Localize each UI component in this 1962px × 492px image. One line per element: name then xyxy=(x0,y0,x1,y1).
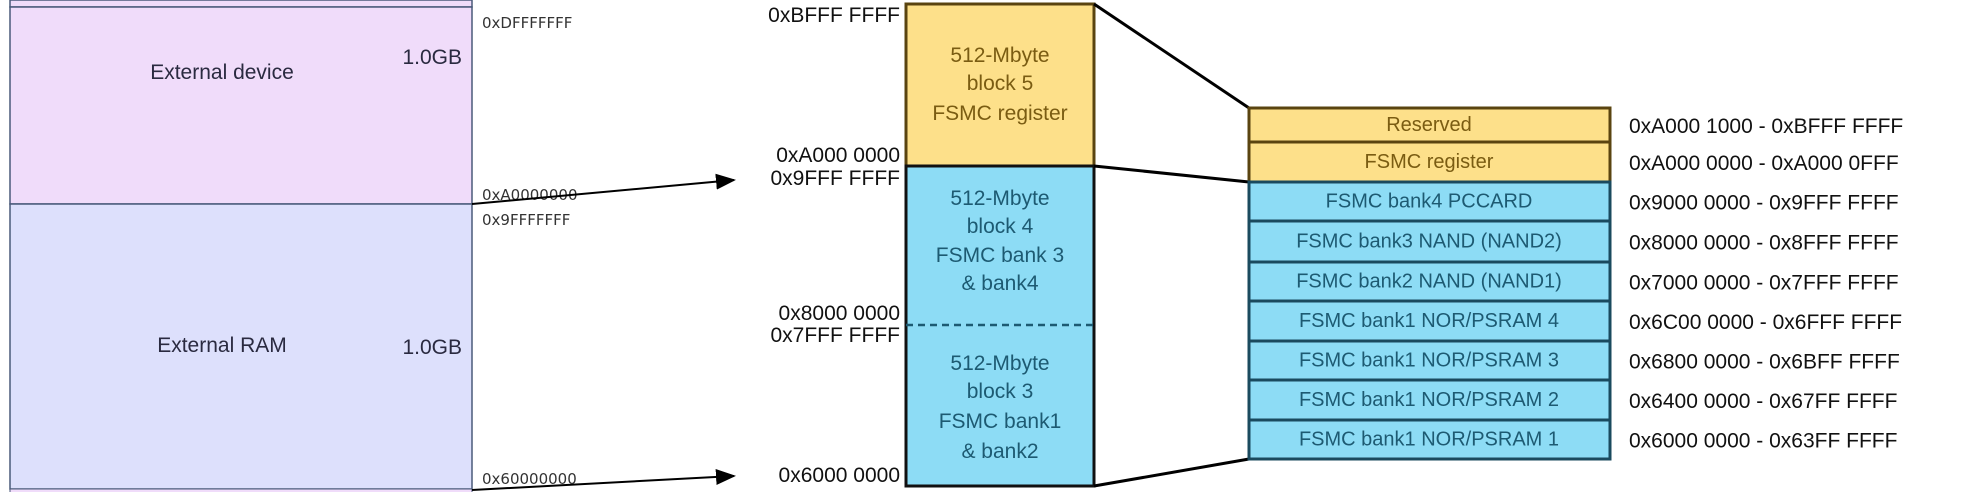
address-label: 0xA0000000 xyxy=(482,186,578,204)
region-below-strip xyxy=(9,488,473,492)
table-row xyxy=(1247,339,1612,382)
table-row-range: 0xA000 0000 - 0xA000 0FFF xyxy=(1629,152,1899,175)
table-row-label: FSMC bank1 NOR/PSRAM 4 xyxy=(1299,310,1559,332)
table-row-range: 0x6C00 0000 - 0x6FFF FFFF xyxy=(1629,311,1902,334)
table-row xyxy=(1247,180,1612,223)
zoom-line-top xyxy=(1093,2,1250,110)
block-5 xyxy=(904,2,1096,168)
detail-table: Reserved 0xA000 1000 - 0xBFFF FFFF FSMC re… xyxy=(1247,106,1903,461)
table-row-label: FSMC bank1 NOR/PSRAM 2 xyxy=(1299,389,1559,411)
block-text: FSMC bank1 xyxy=(939,410,1062,433)
region-label: External device xyxy=(150,61,294,84)
region-external-ram xyxy=(9,203,473,490)
block-text: block 3 xyxy=(967,380,1034,403)
table-row-range: 0x7000 0000 - 0x7FFF FFFF xyxy=(1629,272,1899,295)
region-size: 1.0GB xyxy=(402,46,462,69)
block-text: 512-Mbyte xyxy=(950,352,1049,375)
address-label: 0x7FFF FFFF xyxy=(771,324,901,347)
address-label: 0x6000 0000 xyxy=(779,464,900,487)
address-label: 0x9FFF FFFF xyxy=(771,167,901,190)
table-row xyxy=(1247,378,1612,422)
block-text: & bank4 xyxy=(961,272,1038,295)
table-row-label: FSMC register xyxy=(1365,151,1494,173)
address-label: 0x9FFFFFFF xyxy=(482,211,570,229)
table-row-range: 0x6000 0000 - 0x63FF FFFF xyxy=(1629,430,1897,453)
block-text: block 5 xyxy=(967,72,1034,95)
table-row-range: 0xA000 1000 - 0xBFFF FFFF xyxy=(1629,115,1903,138)
block-text: FSMC bank 3 xyxy=(936,244,1064,267)
address-label: 0xDFFFFFFF xyxy=(482,14,572,32)
address-label: 0x8000 0000 xyxy=(779,302,900,325)
block-text: 512-Mbyte xyxy=(950,44,1049,67)
region-external-device xyxy=(9,6,473,205)
table-row-label: FSMC bank1 NOR/PSRAM 3 xyxy=(1299,350,1559,372)
table-row-range: 0x9000 0000 - 0x9FFF FFFF xyxy=(1629,192,1899,215)
address-label: 0xA000 0000 xyxy=(776,144,900,167)
block-text: FSMC register xyxy=(932,102,1067,125)
table-row-range: 0x8000 0000 - 0x8FFF FFFF xyxy=(1629,232,1899,255)
table-row-label: FSMC bank2 NAND (NAND1) xyxy=(1296,271,1562,293)
region-size: 1.0GB xyxy=(402,336,462,359)
region-above-strip xyxy=(9,0,473,8)
region-label: External RAM xyxy=(157,334,287,357)
table-row-label: FSMC bank1 NOR/PSRAM 1 xyxy=(1299,429,1559,451)
address-label: 0x60000000 xyxy=(482,470,577,488)
table-row-range: 0x6400 0000 - 0x67FF FFFF xyxy=(1629,390,1897,413)
table-row xyxy=(1247,219,1612,264)
block-text: block 4 xyxy=(967,215,1034,238)
block-text: & bank2 xyxy=(961,440,1038,463)
table-row-range: 0x6800 0000 - 0x6BFF FFFF xyxy=(1629,351,1900,374)
zoom-line-mid xyxy=(1093,164,1250,184)
table-row xyxy=(1247,260,1612,303)
block-text: 512-Mbyte xyxy=(950,187,1049,210)
table-row xyxy=(1247,140,1612,184)
table-row-label: FSMC bank4 PCCARD xyxy=(1326,191,1533,213)
address-label: 0xBFFF FFFF xyxy=(768,4,900,27)
zoom-line-bottom xyxy=(1093,457,1250,488)
table-row-label: Reserved xyxy=(1386,114,1472,136)
arrow-to-0x6000 xyxy=(471,468,736,491)
table-row xyxy=(1247,418,1612,461)
table-row-label: FSMC bank3 NAND (NAND2) xyxy=(1296,231,1562,253)
arrow-to-0x9fff xyxy=(471,173,736,205)
